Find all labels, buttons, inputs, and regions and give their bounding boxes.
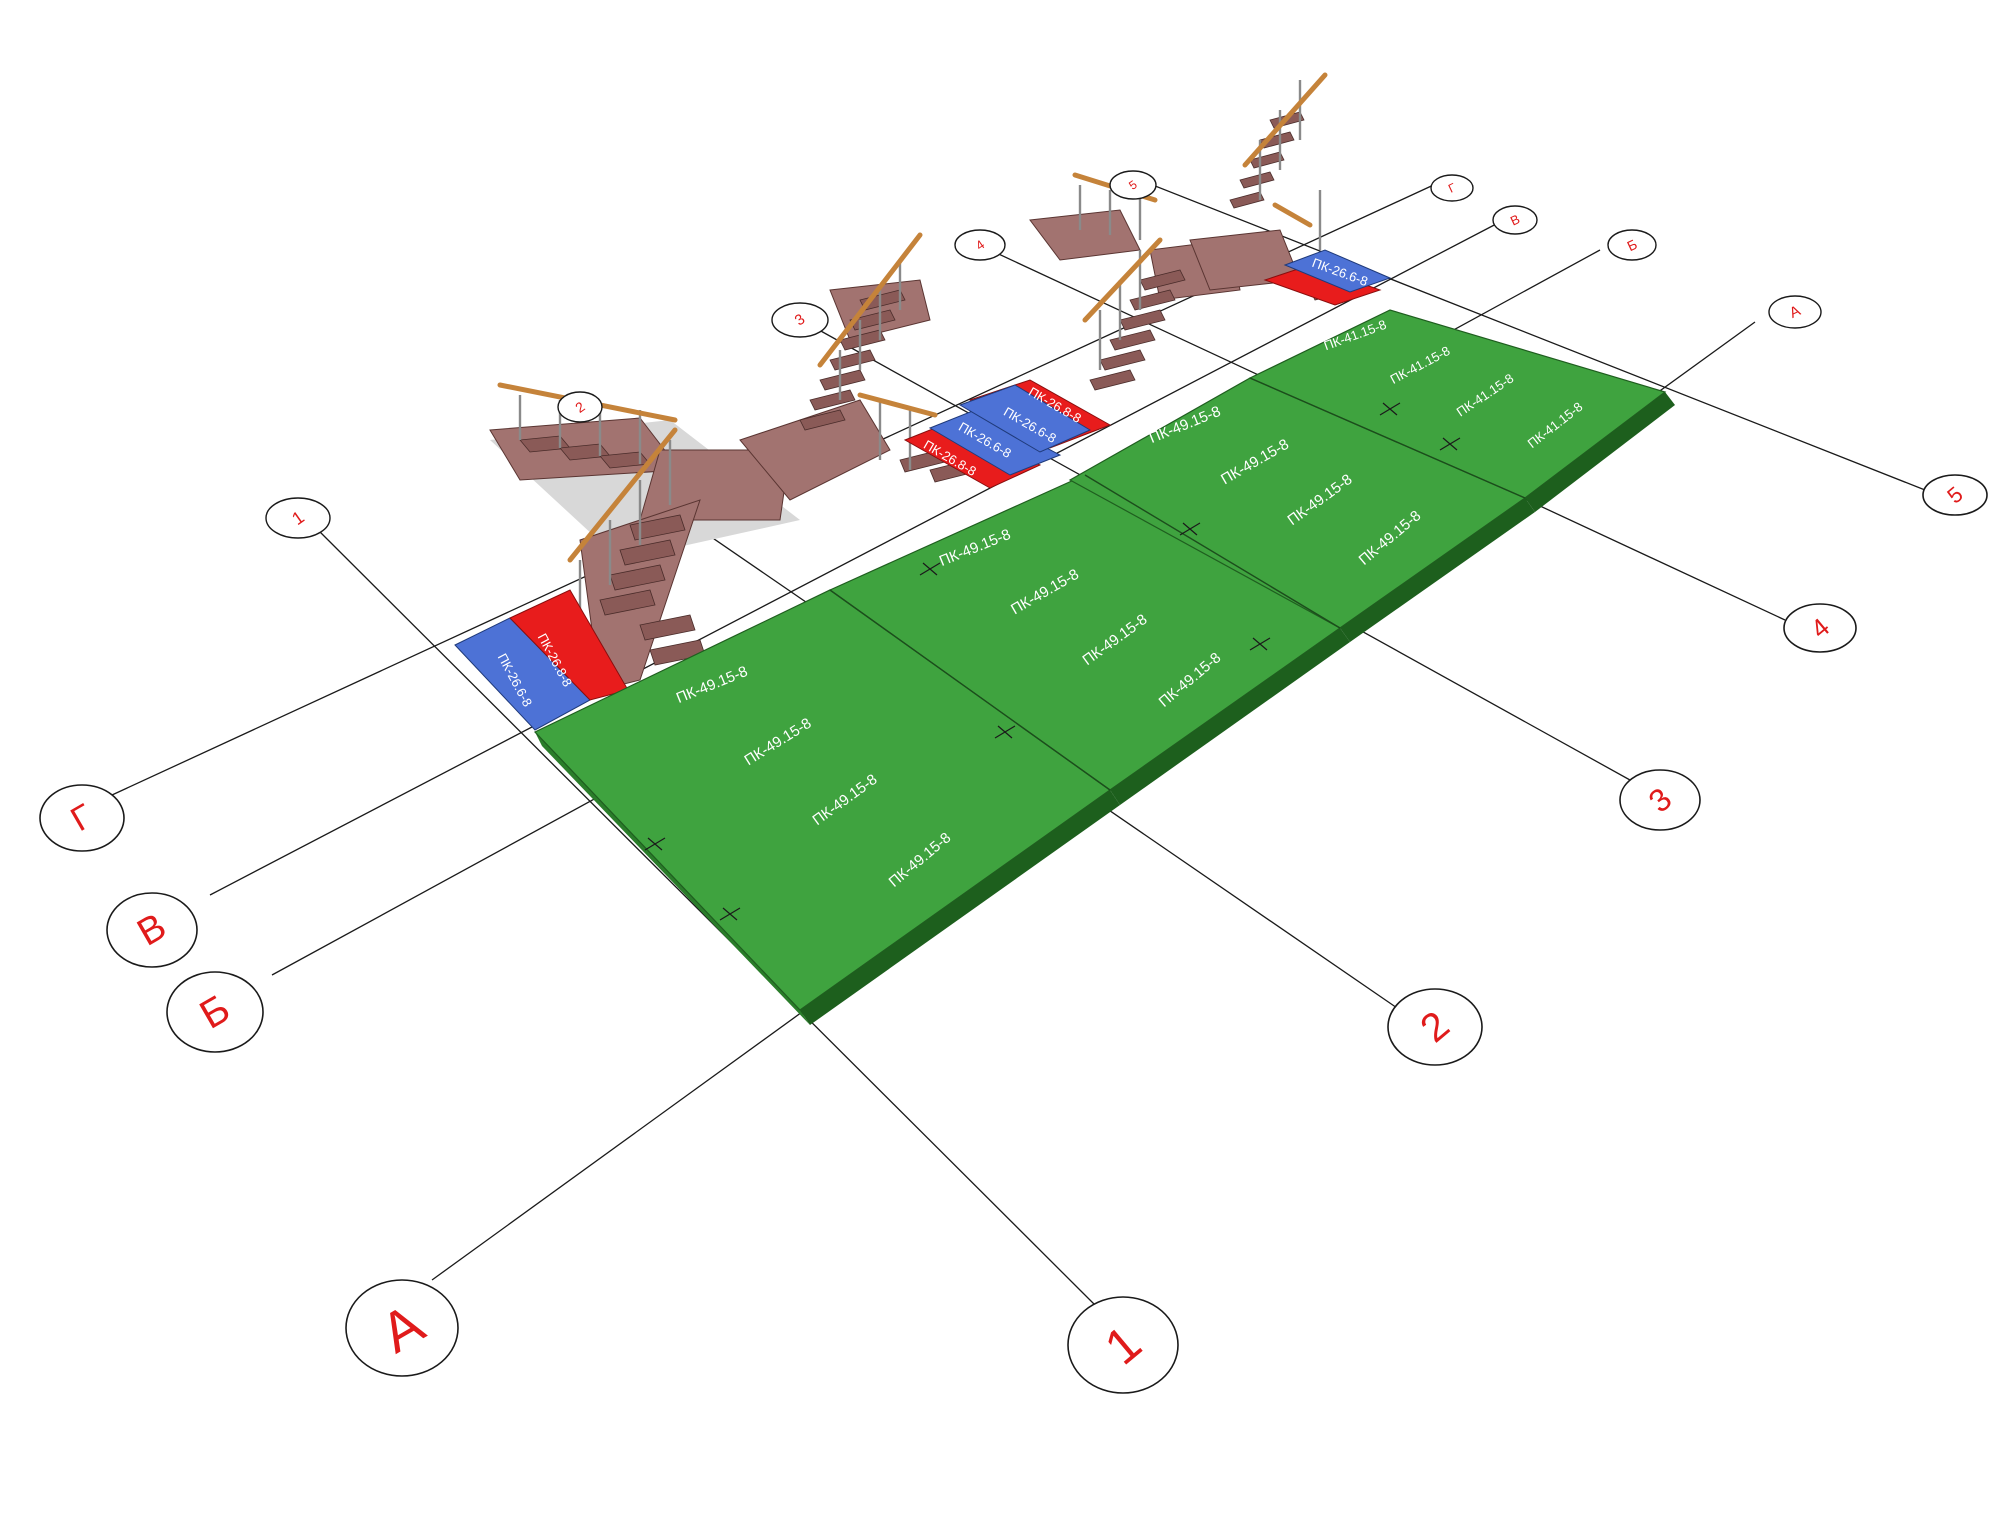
axis-bubble-5-front: 5 [1922,474,1988,516]
axis-bubble-g-back: Г [1430,174,1474,202]
axis-bubble-v-back: В [1492,205,1538,235]
stair-1-treads [519,435,706,666]
axis-bubble-5-back: 5 [1109,170,1157,200]
axis-line-v [209,221,1501,896]
axis-bubble-2-back: 2 [557,391,603,423]
axis-bubble-g-front: Г [39,784,125,852]
staircase-1 [489,382,800,691]
stair-3-treads [1089,269,1186,391]
axis-bubbles: А Б В Г А Б В Г [39,170,1988,1394]
floor-slabs: ПК-49.15-8 ПК-49.15-8 ПК-49.15-8 ПК-49.1… [533,309,1675,1025]
axis-bubble-b-back: Б [1607,229,1657,261]
axis-bubble-v-front: В [106,892,198,968]
axis-bubble-4-front: 4 [1783,603,1857,653]
landing-panel-blue-3 [958,384,1092,453]
landing-panel-blue-4 [1283,249,1392,293]
stair-2-railing [817,232,938,470]
landing-panel-blue-2 [928,409,1062,476]
axis-bubble-b-front: Б [166,971,264,1053]
axis-line-1 [299,511,1101,1311]
axis-bubble-a-back: А [1768,295,1822,329]
axis-bubble-3-back: 3 [771,302,829,338]
intersection-marks [644,402,1461,921]
axis-bubble-3-front: 3 [1619,769,1701,831]
stair-4-railing [1242,72,1328,250]
axis-bubble-1-back: 1 [265,497,331,539]
axis-bubble-4-back: 4 [954,229,1006,261]
axis-bubble-2-front: 2 [1387,988,1483,1066]
staircase-2 [739,232,976,501]
axis-bubble-a-front: А [345,1279,459,1377]
landing-panel-red-4 [1263,264,1382,306]
landing-panels: ПК-26.8-8 ПК-26.6-8 ПК-26.6-8 ПК-26.8-8 … [454,249,1392,731]
axis-bubble-1-front: 1 [1067,1296,1179,1394]
